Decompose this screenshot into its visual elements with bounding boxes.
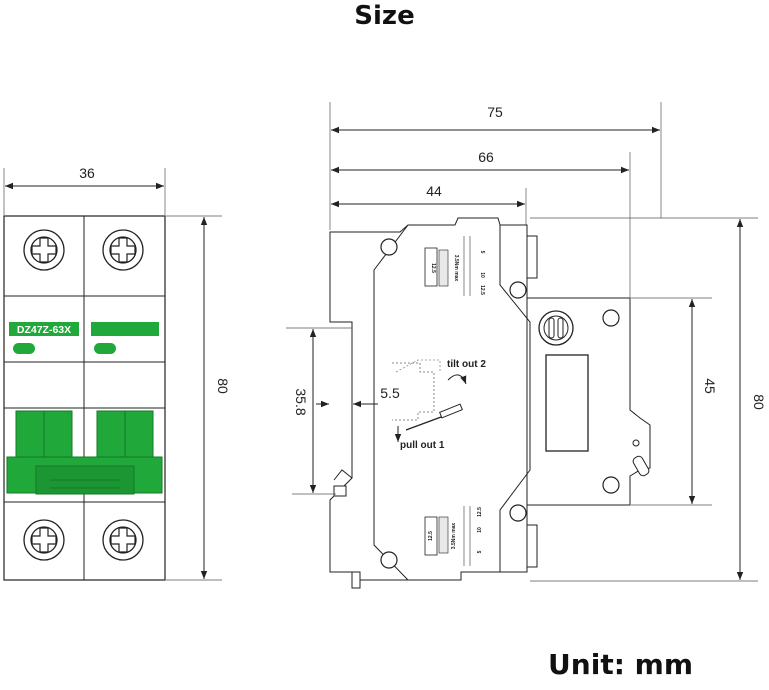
front-width-label: 36 bbox=[79, 165, 95, 181]
screw-icon bbox=[23, 519, 65, 561]
unit-label: Unit: mm bbox=[548, 648, 693, 681]
svg-text:10: 10 bbox=[477, 527, 483, 533]
removal-illustration: tilt out 2 pull out 1 bbox=[392, 359, 486, 451]
mount-hole bbox=[509, 281, 527, 299]
svg-text:3.5Nm max: 3.5Nm max bbox=[451, 523, 457, 550]
rail-release-tab bbox=[351, 571, 361, 589]
model-label-plate bbox=[9, 322, 79, 336]
pull-out-label: pull out 1 bbox=[400, 440, 445, 451]
screw-icon bbox=[23, 229, 65, 271]
front-view: 36 DZ47Z-63X bbox=[3, 165, 231, 581]
indicator-window bbox=[13, 343, 35, 354]
blank-label-plate bbox=[91, 322, 159, 336]
rail-offset-label: 5.5 bbox=[380, 385, 400, 401]
depth-mid-label: 66 bbox=[478, 149, 494, 165]
page-title: Size bbox=[354, 1, 415, 31]
mount-hole bbox=[380, 238, 398, 256]
mount-hole bbox=[509, 504, 527, 522]
terminal-strip-marks-bottom: 12.5 3.5Nm max 12.5 10 5 bbox=[424, 506, 483, 566]
screw-icon bbox=[102, 229, 144, 271]
svg-text:12.5: 12.5 bbox=[479, 285, 485, 295]
indicator-window bbox=[94, 343, 116, 354]
mount-hole bbox=[380, 551, 398, 569]
side-body-outline bbox=[329, 217, 651, 581]
inner-height-label: 45 bbox=[702, 378, 718, 394]
front-height-label: 80 bbox=[215, 378, 231, 394]
svg-text:5: 5 bbox=[479, 251, 485, 254]
side-window bbox=[545, 354, 589, 452]
side-height-label: 80 bbox=[751, 394, 767, 410]
rail-width-label: 35.8 bbox=[293, 388, 309, 415]
svg-text:5: 5 bbox=[477, 550, 483, 553]
side-view: 75 66 44 bbox=[286, 102, 767, 589]
svg-text:12.5: 12.5 bbox=[477, 507, 483, 517]
mount-hole bbox=[602, 309, 620, 327]
side-front-bevel bbox=[373, 224, 409, 581]
terminal-strip-marks-top: 12.5 3.5Nm max 5 10 12.5 bbox=[424, 236, 485, 296]
depth-front-label: 44 bbox=[426, 183, 442, 199]
screw-icon bbox=[102, 519, 144, 561]
vent-icon bbox=[538, 310, 574, 346]
model-label: DZ47Z-63X bbox=[17, 324, 71, 336]
svg-text:12.5: 12.5 bbox=[430, 263, 436, 273]
mount-hole bbox=[602, 476, 620, 494]
svg-text:3.5Nm max: 3.5Nm max bbox=[453, 255, 459, 282]
svg-text:10: 10 bbox=[479, 272, 485, 278]
tilt-out-label: tilt out 2 bbox=[447, 359, 486, 370]
side-mid-bevel bbox=[499, 225, 531, 572]
depth-total-label: 75 bbox=[487, 104, 503, 120]
svg-text:12.5: 12.5 bbox=[428, 531, 434, 541]
